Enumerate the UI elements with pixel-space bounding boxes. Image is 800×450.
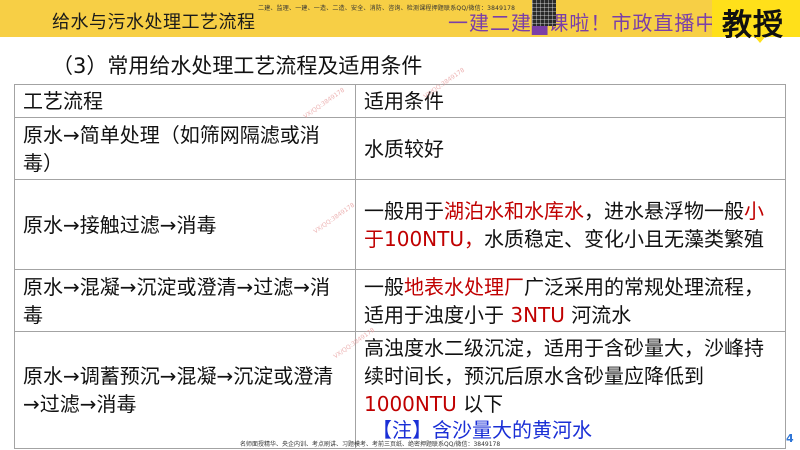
condition-cell: 高浊度水二级沉淀，适用于含砂量大，沙峰持续时间长，预沉后原水含砂量应降低到 10… [355, 331, 786, 449]
condition-text: 一般用于 [364, 198, 444, 223]
condition-highlight: 地表水处理厂 [404, 274, 524, 299]
column-header-process: 工艺流程 [14, 84, 356, 118]
condition-text: 一般 [364, 274, 404, 299]
slide-title: 给水与污水处理工艺流程 [52, 12, 256, 33]
condition-text: 广泛采用的常规处理流程，适用于浊度小于 [364, 274, 764, 327]
table-row: 原水→调蓄预沉→混凝→沉淀或澄清→过滤→消毒 高浊度水二级沉淀，适用于含砂量大，… [14, 331, 786, 449]
condition-text: 以下 [456, 392, 504, 416]
badge-label: 教授 [722, 8, 784, 43]
condition-cell: 一般用于湖泊水和水库水，进水悬浮物一般小于100NTU，水质稳定、变化小且无藻类… [355, 179, 786, 270]
condition-highlight: 1000NTU [364, 392, 457, 416]
process-cell: 原水→简单处理（如筛网隔滤或消毒） [14, 117, 356, 180]
condition-cell: 水质较好 [355, 117, 786, 180]
live-banner: 一建二建▇课啦！市政直播中 [448, 11, 717, 35]
table-header-row: 工艺流程 适用条件 [14, 84, 786, 118]
condition-text: ，进水悬浮物一般 [584, 198, 744, 223]
condition-text: 水质稳定、变化小且无藻类繁殖 [484, 226, 764, 251]
process-cell-highlighted: 原水→混凝→沉淀或澄清→过滤→消毒 [14, 269, 356, 332]
process-cell: 原水→调蓄预沉→混凝→沉淀或澄清→过滤→消毒 [14, 331, 356, 449]
footer-promo-text: 名师面授精华、央企内训、考点刷讲、习题模考、考前三页纸、绝密押题联系QQ/微信：… [240, 441, 501, 448]
table-row: 原水→接触过滤→消毒 一般用于湖泊水和水库水，进水悬浮物一般小于100NTU，水… [14, 179, 786, 270]
condition-cell: 一般地表水处理厂广泛采用的常规处理流程，适用于浊度小于 3NTU 河流水 [355, 269, 786, 332]
table-row: 原水→简单处理（如筛网隔滤或消毒） 水质较好 [14, 117, 786, 180]
note-text: 【注】含沙量大的黄河水 [372, 418, 592, 442]
title-bar [0, 0, 800, 37]
condition-highlight: 3NTU [510, 302, 565, 327]
column-header-condition: 适用条件 [355, 84, 786, 118]
badge-background [712, 0, 800, 37]
promo-small-text: 二建、监理、一建、一造、二造、安全、消防、咨询、检测课程押题联系QQ/微信：38… [258, 5, 516, 12]
badge-pointer-icon [755, 37, 765, 43]
process-table: 工艺流程 适用条件 原水→简单处理（如筛网隔滤或消毒） 水质较好 原水→接触过滤… [14, 84, 786, 449]
section-heading: （3）常用给水处理工艺流程及适用条件 [52, 54, 423, 78]
condition-highlight: 湖泊水和水库水 [444, 198, 584, 223]
process-cell: 原水→接触过滤→消毒 [14, 179, 356, 270]
condition-text: 河流水 [564, 302, 632, 327]
qr-code-icon [532, 0, 556, 26]
condition-text: 高浊度水二级沉淀，适用于含砂量大，沙峰持续时间长，预沉后原水含砂量应降低到 [364, 336, 764, 388]
condition-highlight: 小于100NTU， [364, 198, 764, 251]
page-number: 4 [786, 432, 794, 445]
table-row: 原水→混凝→沉淀或澄清→过滤→消毒 一般地表水处理厂广泛采用的常规处理流程，适用… [14, 269, 786, 332]
